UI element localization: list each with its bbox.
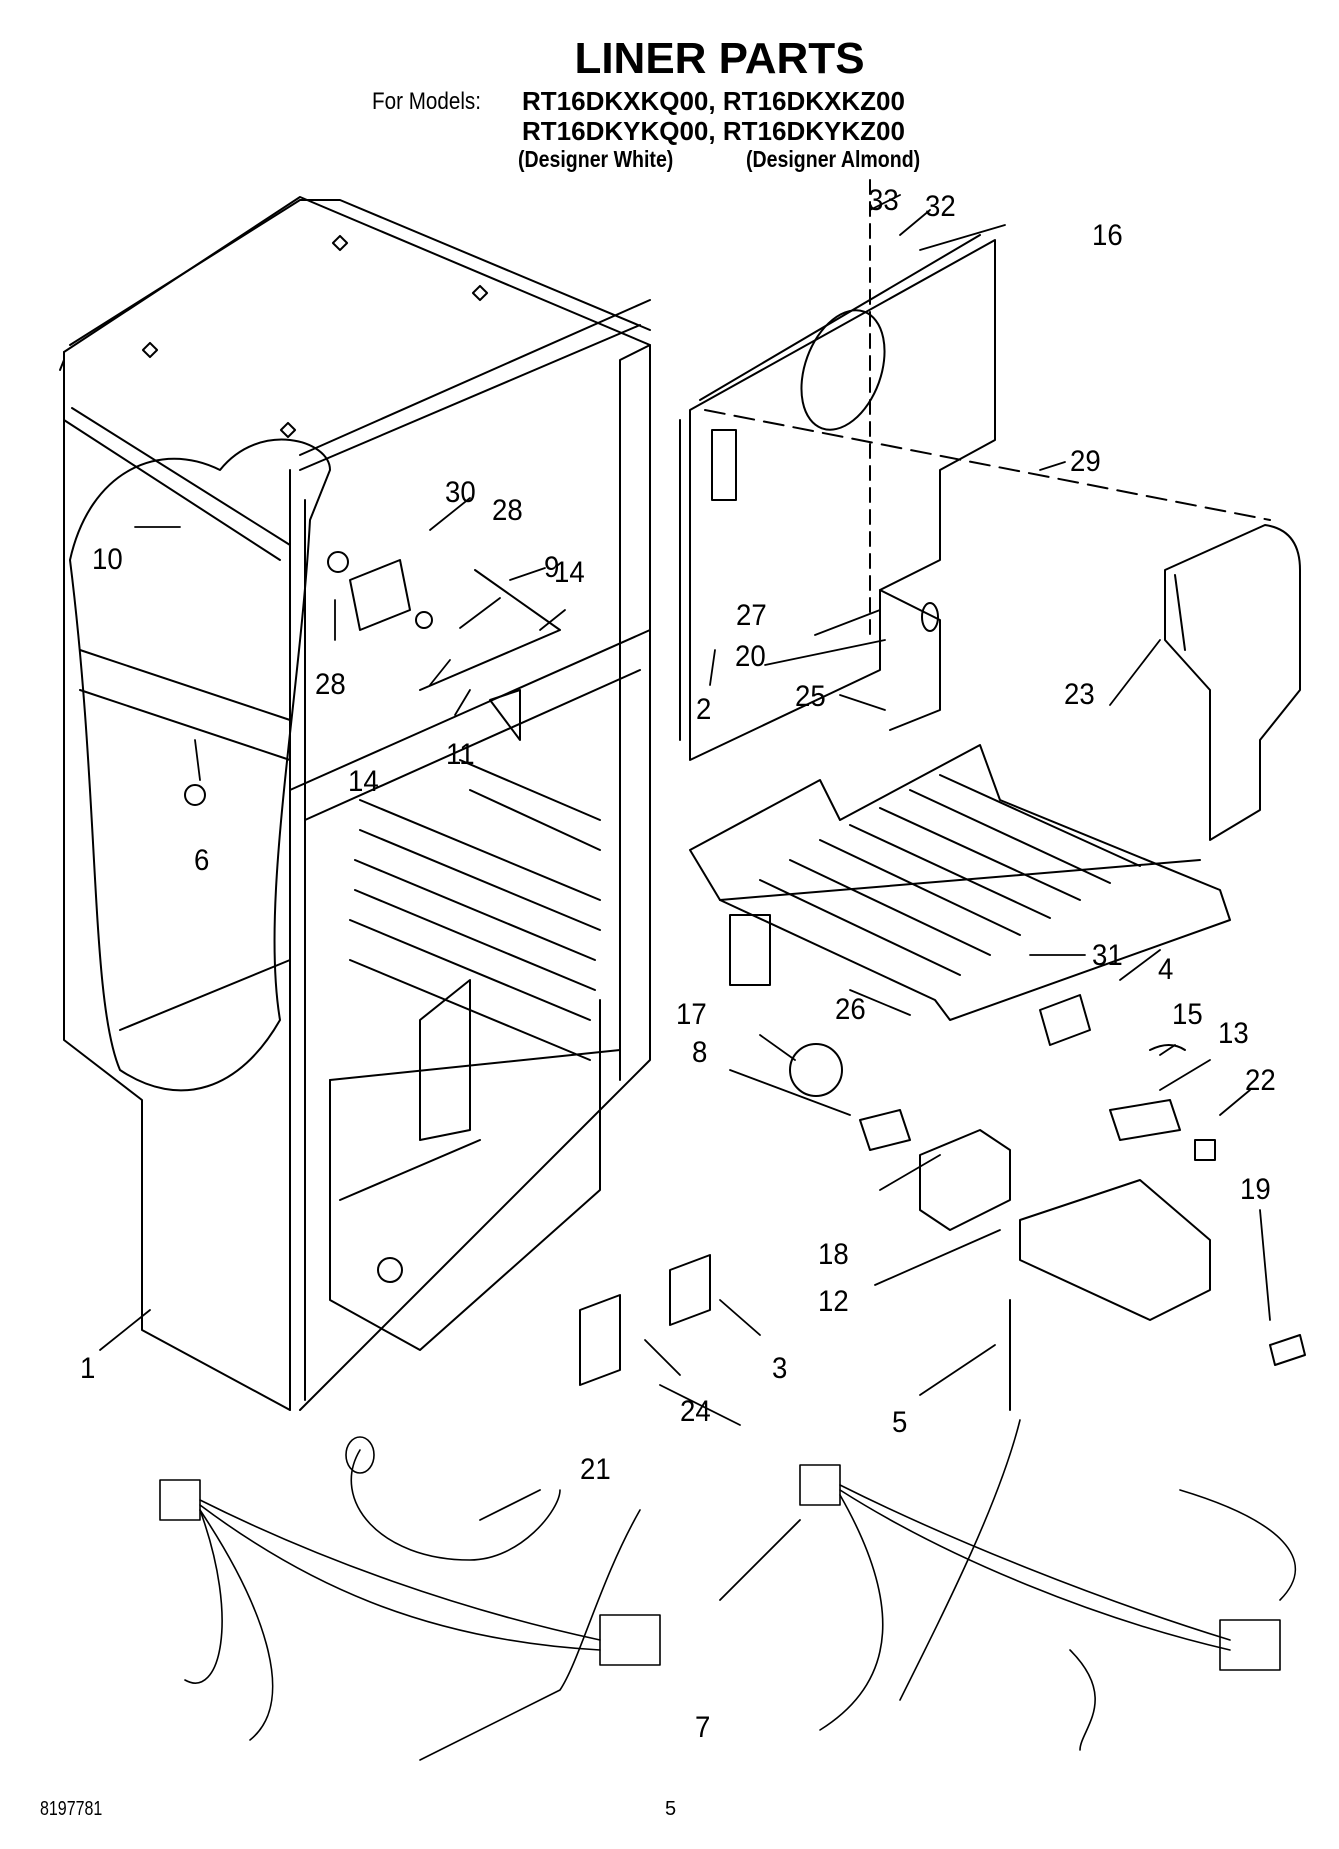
page-number: 5 [665, 1798, 677, 1820]
model-number: RT16DKYKZ00 [722, 116, 905, 146]
callout-32: 32 [925, 190, 956, 223]
callout-14a: 14 [554, 556, 585, 589]
callout-9: 9 [544, 551, 560, 584]
callout-31: 31 [1092, 939, 1123, 972]
callout-6: 6 [194, 844, 210, 877]
callout-10: 10 [92, 543, 123, 576]
document-number: 8197781 [40, 1798, 103, 1820]
evaporator-cover [679, 179, 1271, 761]
callout-19: 19 [1240, 1173, 1271, 1206]
fan-shroud [1164, 524, 1301, 841]
wiring-harnesses [159, 1419, 1297, 1761]
callout-26: 26 [835, 993, 866, 1026]
callout-13: 13 [1218, 1017, 1249, 1050]
callout-2: 2 [696, 693, 712, 726]
callout-11: 11 [446, 738, 475, 771]
callout-30: 30 [445, 476, 476, 509]
callout-14b: 14 [348, 765, 379, 798]
callout-15: 15 [1172, 998, 1203, 1031]
callout-4: 4 [1158, 953, 1174, 986]
callout-33: 33 [868, 184, 899, 217]
callout-3: 3 [772, 1352, 788, 1385]
model-number: RT16DKYKQ00, [522, 116, 716, 146]
model-number: RT16DKXKZ00 [722, 86, 905, 116]
callout-20: 20 [735, 640, 766, 673]
model-row-2: RT16DKYKQ00, RT16DKYKZ00 [522, 116, 905, 147]
callout-22: 22 [1245, 1064, 1276, 1097]
models-label: For Models: [372, 88, 481, 115]
callout-5: 5 [892, 1406, 908, 1439]
callout-1: 1 [80, 1352, 96, 1385]
small-parts [184, 551, 1306, 1411]
model-row-1: RT16DKXKQ00, RT16DKXKZ00 [522, 86, 905, 117]
callout-27: 27 [736, 599, 767, 632]
callout-28b: 28 [315, 668, 346, 701]
callout-29: 29 [1070, 445, 1101, 478]
callout-24: 24 [680, 1395, 711, 1428]
callout-18: 18 [818, 1238, 849, 1271]
callout-7: 7 [695, 1711, 711, 1744]
liner-cabinet [59, 196, 651, 1411]
callout-25: 25 [795, 680, 826, 713]
page-title: LINER PARTS [574, 34, 865, 83]
evaporator-shelf [689, 744, 1231, 1021]
leader-lines [99, 194, 1271, 1601]
callout-12: 12 [818, 1285, 849, 1318]
model-number: RT16DKXKQ00, [522, 86, 716, 116]
variant-almond: (Designer Almond) [746, 146, 921, 172]
callout-8: 8 [692, 1036, 708, 1069]
callout-23: 23 [1064, 678, 1095, 711]
callout-21: 21 [580, 1453, 611, 1486]
variant-white: (Designer White) [518, 146, 674, 172]
callout-17: 17 [676, 998, 707, 1031]
callout-16: 16 [1092, 219, 1123, 252]
callout-28a: 28 [492, 494, 523, 527]
